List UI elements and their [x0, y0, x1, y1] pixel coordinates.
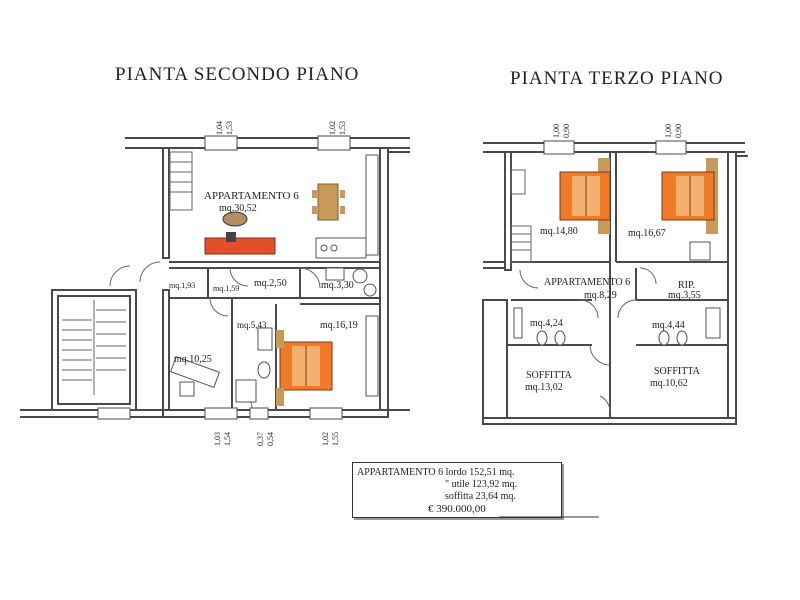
room-area-small2: mq.1,59 [213, 284, 240, 293]
window-dim-top-left-b: 1,53 [225, 121, 234, 135]
window-dim-bottom-left-a: 1,03 [213, 432, 222, 446]
room-name-soffitta-right: SOFFITTA [654, 366, 700, 377]
room-name-soffitta-left: SOFFITTA [526, 370, 572, 381]
window-dim-third-left-a: 1,00 [552, 124, 561, 138]
room-area-hall-third: mq.8,29 [584, 290, 617, 301]
window-dim-top-left-a: 1,04 [215, 121, 224, 135]
window-dim-top-right-a: 1,02 [328, 121, 337, 135]
desk-second-floor [170, 355, 220, 397]
second-floor-apartment-label: APPARTAMENTO 6 [204, 190, 299, 202]
bath-fixtures-third-floor [513, 307, 721, 346]
window-dim-bottom-mid-a: 0,37 [256, 432, 265, 446]
window-dim-third-right-b: 0,90 [674, 124, 683, 138]
summary-line-net: " utile 123,92 mq. [445, 479, 518, 490]
third-floor-apartment-label: APPARTAMENTO 6 [544, 277, 631, 288]
room-area-bath: mq.5,43 [237, 320, 267, 330]
utility-fixtures [325, 267, 377, 297]
window-dim-bottom-mid-b: 0,54 [266, 432, 275, 446]
room-area-soffitta-left: mq.13,02 [525, 382, 563, 393]
sofa-second-floor [204, 211, 276, 255]
room-area-bedroom: mq.16,19 [320, 320, 358, 331]
price-underline [499, 516, 599, 518]
summary-line-attic: soffitta 23,64 mq. [445, 491, 516, 502]
room-area-bath-right: mq.4,44 [652, 320, 685, 331]
window-dim-bottom-right-a: 1,02 [321, 432, 330, 446]
stairs-second-floor [62, 151, 193, 395]
room-area-utility: mq.3,30 [321, 280, 354, 291]
window-dim-third-left-b: 0,90 [562, 124, 571, 138]
room-area-living: mq.30,52 [219, 203, 257, 214]
windows-third-floor [543, 140, 687, 155]
third-floor-walls [482, 142, 748, 425]
bed-third-floor-right [661, 158, 718, 261]
room-area-study: mq.10,25 [174, 354, 212, 365]
room-area-hall: mq.2,50 [254, 278, 287, 289]
area-summary-box: APPARTAMENTO 6 lordo 152,51 mq. " utile … [352, 462, 599, 518]
room-name-rip: RIP. [678, 280, 695, 291]
stairs-third-floor [510, 169, 657, 415]
windows-second-floor [97, 135, 351, 420]
window-dim-third-right-a: 1,00 [664, 124, 673, 138]
room-area-bath-left: mq.4,24 [530, 318, 563, 329]
room-area-soffitta-right: mq.10,62 [650, 378, 688, 389]
room-area-bedroom-right: mq.16,67 [628, 228, 666, 239]
bed-third-floor-left [559, 158, 611, 234]
summary-price: € 390.000,00 [428, 503, 486, 515]
room-area-small1: mq.1,93 [169, 281, 196, 290]
room-area-rip: mq.3,55 [668, 290, 701, 301]
window-dim-top-right-b: 1,53 [338, 121, 347, 135]
third-floor-title: PIANTA TERZO PIANO [510, 68, 724, 89]
second-floor-title: PIANTA SECONDO PIANO [115, 64, 360, 85]
room-area-bedroom-left: mq.14,80 [540, 226, 578, 237]
bath-fixtures-second-floor [235, 327, 273, 403]
bed-second-floor [276, 315, 379, 406]
window-dim-bottom-right-b: 1,55 [331, 432, 340, 446]
kitchen-second-floor [312, 154, 379, 259]
window-dim-bottom-left-b: 1,54 [223, 432, 232, 446]
summary-line-gross: APPARTAMENTO 6 lordo 152,51 mq. [357, 467, 515, 478]
